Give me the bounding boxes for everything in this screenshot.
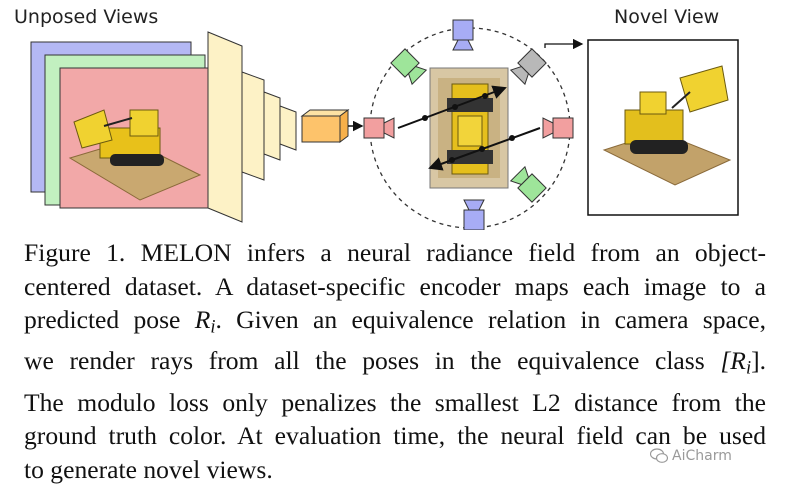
encoder-network xyxy=(207,31,350,223)
math-symbol: ] xyxy=(751,346,760,376)
wechat-icon xyxy=(650,448,668,463)
lego-loader-image xyxy=(68,109,202,201)
caption-text: . Given an equivalence relation in camer… xyxy=(215,305,766,335)
output-label: Novel View xyxy=(614,6,720,28)
math-subscript: i xyxy=(745,357,752,378)
watermark: AiCharm xyxy=(650,448,732,464)
math-symbol: [R xyxy=(720,346,746,376)
caption-line-2: centered dataset. A dataset-specific enc… xyxy=(24,271,766,301)
caption-text: . xyxy=(759,346,766,376)
rays xyxy=(397,85,541,171)
figure-diagram: Unposed Views Novel View xyxy=(0,0,790,231)
caption-line-3: predicted pose Ri. Given an equivalence … xyxy=(24,303,766,344)
math-symbol: R xyxy=(194,305,211,335)
caption-line-4: we render rays from all the poses in the… xyxy=(24,344,766,385)
figure-svg xyxy=(30,19,739,231)
center-object-image xyxy=(429,67,509,189)
novel-view-image xyxy=(587,39,739,216)
caption-text: we render rays from all the poses in the… xyxy=(24,346,721,376)
camera-icon xyxy=(363,19,574,231)
figure-caption: Figure 1. MELON infers a neural radiance… xyxy=(24,236,766,486)
caption-text: predicted pose xyxy=(24,305,195,335)
caption-line-1: Figure 1. MELON infers a neural radiance… xyxy=(24,238,766,267)
input-label: Unposed Views xyxy=(14,6,159,28)
caption-line-5: The modulo loss only penalizes the small… xyxy=(24,387,766,417)
arrow-icon xyxy=(544,38,584,50)
caption-line-7: to generate novel views. xyxy=(24,454,273,484)
unposed-views-stack xyxy=(30,41,209,209)
caption-line-6: ground truth color. At evaluation time, … xyxy=(24,421,766,451)
math-subscript: i xyxy=(210,316,216,337)
watermark-text: AiCharm xyxy=(672,448,732,464)
